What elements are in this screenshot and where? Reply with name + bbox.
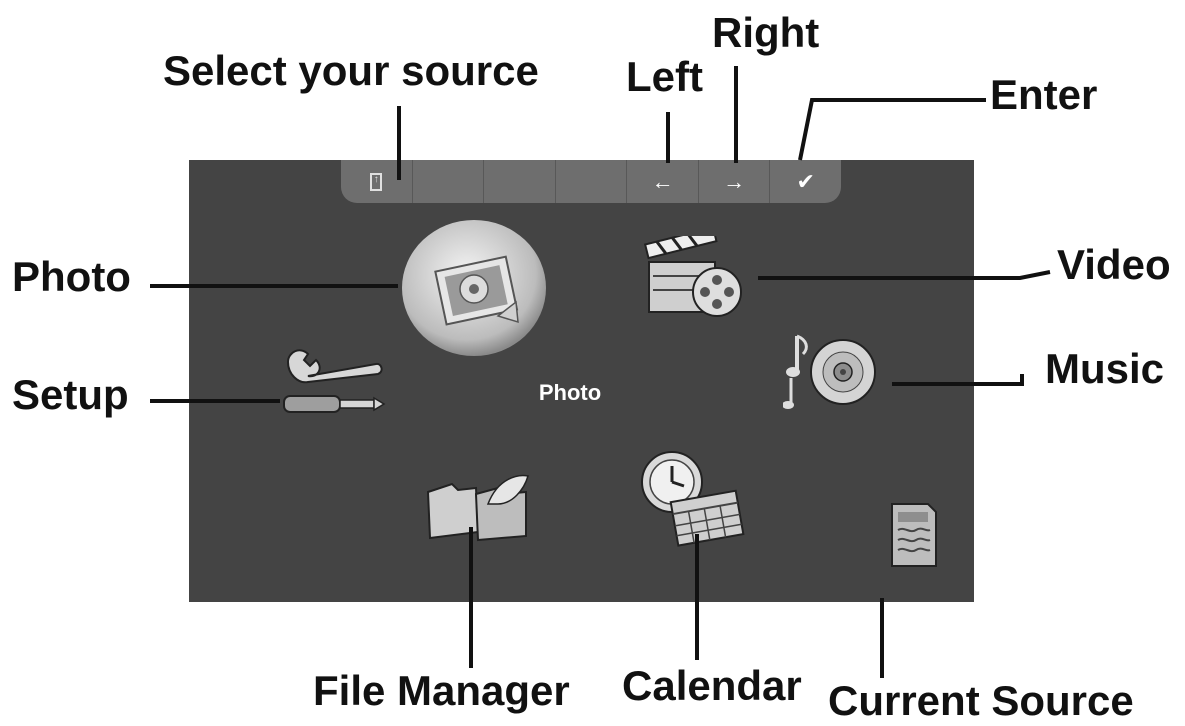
callout-music: Music — [1045, 345, 1165, 392]
callout-photo: Photo — [12, 253, 131, 300]
toolbar-blank-2 — [484, 160, 556, 203]
right-arrow-icon: → — [723, 168, 746, 194]
callout-setup: Setup — [12, 371, 129, 418]
selected-item-label: Photo — [538, 380, 602, 405]
file-manager-icon[interactable] — [422, 474, 534, 544]
toolbar: ↑ ← → ✔ — [341, 160, 841, 203]
music-icon[interactable] — [783, 330, 887, 410]
callout-right: Right — [712, 9, 820, 56]
callout-select-source: Select your source — [163, 47, 539, 94]
source-button[interactable]: ↑ — [341, 160, 413, 203]
check-icon: ✔ — [796, 168, 815, 194]
source-icon: ↑ — [370, 172, 383, 191]
callout-current-source: Current Source — [828, 677, 1134, 724]
leader-enter — [798, 98, 986, 161]
video-icon[interactable] — [643, 236, 747, 320]
right-button[interactable]: → — [699, 160, 771, 203]
callout-calendar: Calendar — [622, 662, 802, 709]
photo-icon[interactable] — [400, 218, 548, 358]
enter-button[interactable]: ✔ — [770, 160, 841, 203]
setup-icon[interactable] — [278, 348, 388, 422]
toolbar-blank-3 — [556, 160, 628, 203]
calendar-icon[interactable] — [638, 448, 750, 548]
left-button[interactable]: ← — [627, 160, 699, 203]
callout-enter: Enter — [990, 71, 1098, 118]
toolbar-blank-1 — [413, 160, 485, 203]
callout-file-manager: File Manager — [313, 667, 570, 714]
callout-left: Left — [626, 53, 703, 100]
current-source-icon — [891, 503, 937, 567]
left-arrow-icon: ← — [651, 168, 674, 194]
callout-video: Video — [1057, 241, 1171, 288]
